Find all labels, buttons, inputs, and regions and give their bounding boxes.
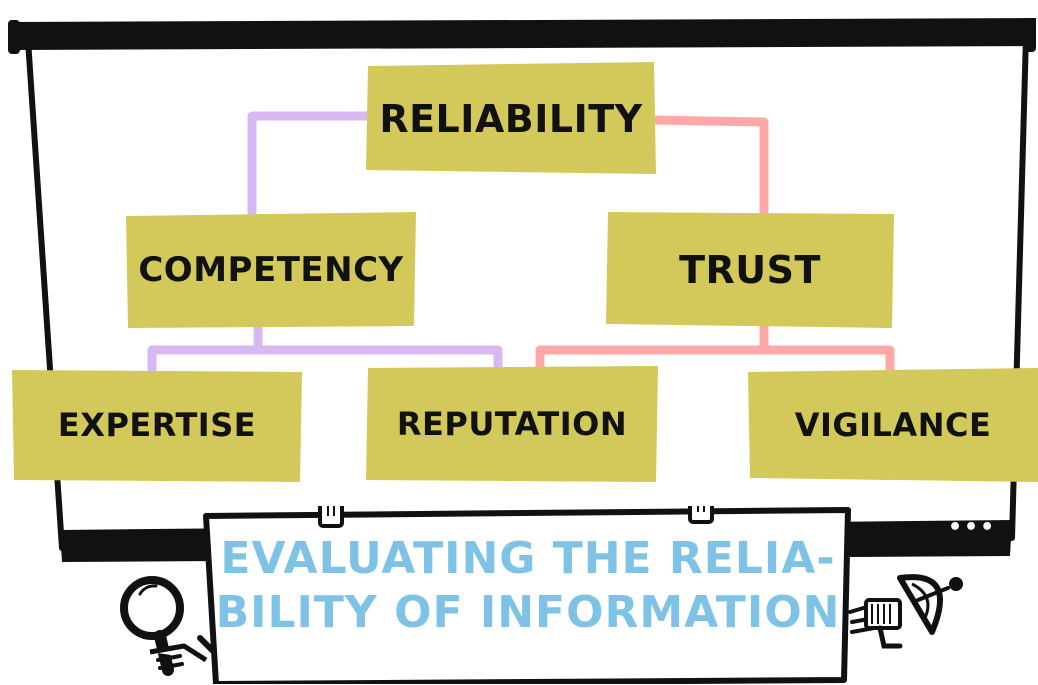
node-trust-label: TRUST <box>679 248 821 292</box>
banner-board <box>203 506 851 684</box>
node-reputation: REPUTATION <box>366 366 658 482</box>
edge-competency-expertise <box>147 321 263 379</box>
node-vigilance: VIGILANCE <box>748 368 1038 482</box>
banner-clip-left <box>318 506 344 528</box>
screen-dots: ••• <box>948 515 997 540</box>
node-reputation-box <box>366 366 658 482</box>
edge-trust-reputation <box>535 317 769 381</box>
node-reliability-box <box>366 62 656 174</box>
node-trust-box <box>606 212 894 328</box>
edge-reliability-trust <box>647 115 769 227</box>
node-reliability-label: RELIABILITY <box>379 97 643 141</box>
rail-cap-left <box>8 20 20 54</box>
node-competency: COMPETENCY <box>126 212 416 328</box>
node-trust: TRUST <box>606 212 894 328</box>
banner-clip-right <box>688 506 714 524</box>
node-vigilance-box <box>748 368 1038 482</box>
edge-trust-vigilance <box>759 345 895 381</box>
node-expertise: EXPERTISE <box>12 368 302 482</box>
node-expertise-label: EXPERTISE <box>57 406 257 444</box>
rail-cap-right <box>1024 18 1036 52</box>
node-vigilance-label: VIGILANCE <box>794 406 992 444</box>
edge-reliability-competency <box>247 111 375 231</box>
node-competency-label: COMPETENCY <box>138 250 404 290</box>
banner-title: EVALUATING THE RELIA- BILITY OF INFORMAT… <box>215 533 841 638</box>
node-expertise-box <box>12 370 302 482</box>
node-reliability: RELIABILITY <box>366 62 656 176</box>
title-banner: EVALUATING THE RELIA- BILITY OF INFORMAT… <box>202 506 854 684</box>
top-rail <box>12 18 1036 50</box>
node-competency-box <box>126 212 416 328</box>
node-reputation-label: REPUTATION <box>396 405 628 443</box>
